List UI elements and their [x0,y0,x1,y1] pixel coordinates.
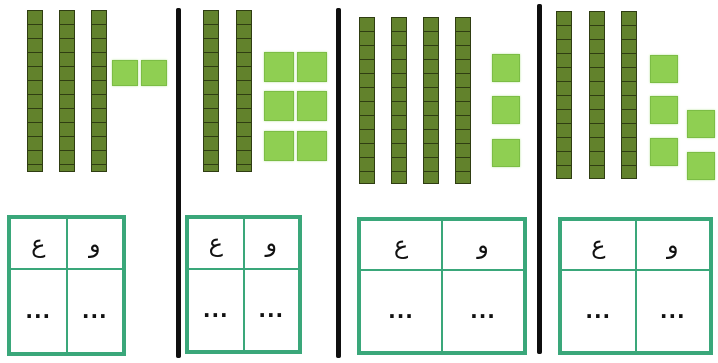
tens-rod [556,11,572,179]
exercise-panel-3: ع و ... ... [342,0,537,363]
place-value-table: ع و ... ... [558,217,713,355]
place-value-table: ع و ... ... [357,217,527,355]
panel-divider [336,8,341,358]
tens-rod [589,11,605,179]
unit-cube [264,91,294,121]
tens-rod [423,17,439,184]
units-answer-blank[interactable]: ... [442,270,524,352]
tens-rod [59,10,75,172]
tens-rod [621,11,637,179]
tens-header: ع [10,218,67,269]
unit-cube [492,139,520,167]
unit-cube [650,138,678,166]
units-answer-blank[interactable]: ... [244,269,300,351]
place-value-table: ع و ... ... [185,215,302,354]
unit-cube [492,54,520,82]
unit-cube [687,152,715,180]
units-header: و [442,220,524,270]
unit-cube [650,96,678,124]
unit-cube [297,91,327,121]
tens-rod [27,10,43,172]
units-header: و [636,220,711,270]
unit-cube [297,52,327,82]
exercise-panel-4: ع و ... ... [543,0,718,363]
unit-cube [687,110,715,138]
tens-rod [203,10,219,172]
unit-cube [112,60,138,86]
tens-header: ع [561,220,636,270]
unit-cube [492,96,520,124]
units-header: و [67,218,124,269]
unit-cube [141,60,167,86]
unit-cube [650,55,678,83]
tens-answer-blank[interactable]: ... [360,270,442,352]
place-value-table: ع و ... ... [7,215,126,356]
tens-rod [391,17,407,184]
exercise-panel-1: ع و ... ... [0,0,178,363]
exercise-panel-2: ع و ... ... [181,0,339,363]
unit-cube [264,131,294,161]
tens-rod [236,10,252,172]
tens-rod [91,10,107,172]
tens-rod [455,17,471,184]
units-answer-blank[interactable]: ... [67,269,124,353]
units-answer-blank[interactable]: ... [636,270,711,352]
unit-cube [264,52,294,82]
tens-header: ع [360,220,442,270]
panel-divider [537,4,542,354]
tens-header: ع [188,218,244,269]
tens-rod [359,17,375,184]
tens-answer-blank[interactable]: ... [561,270,636,352]
tens-answer-blank[interactable]: ... [10,269,67,353]
unit-cube [297,131,327,161]
units-header: و [244,218,300,269]
tens-answer-blank[interactable]: ... [188,269,244,351]
